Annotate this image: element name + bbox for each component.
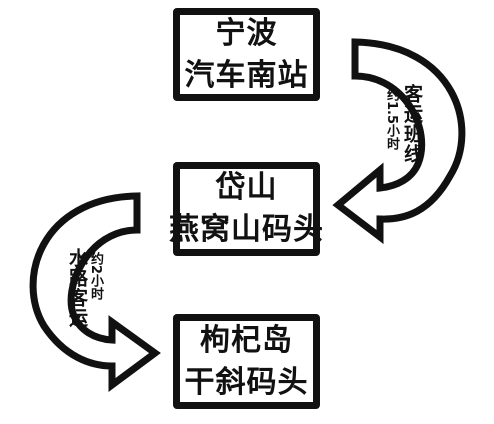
ferry-route-label: 水路客运: [66, 248, 88, 328]
ningbo-bus-station-box: 宁波 汽车南站: [173, 8, 320, 101]
gouqi-line1: 枸杞岛: [200, 322, 293, 358]
daishan-line2: 燕窝山码头: [169, 212, 324, 247]
bus-route-label: 客运班线: [401, 84, 423, 164]
daishan-pier-box: 岱山 燕窝山码头: [169, 162, 323, 256]
ferry-route-duration: 约2小时: [88, 252, 103, 301]
ningbo-line1: 宁波: [215, 15, 278, 51]
bus-route-duration: 约1.5小时: [384, 88, 399, 151]
ningbo-line2: 汽车南站: [184, 57, 309, 93]
ferry-route-arrow: [29, 192, 161, 392]
daishan-line1: 岱山: [215, 170, 278, 205]
gouqi-pier-box: 枸杞岛 干斜码头: [173, 314, 320, 409]
gouqi-line2: 干斜码头: [184, 364, 309, 400]
bus-route-arrow: [332, 38, 466, 245]
